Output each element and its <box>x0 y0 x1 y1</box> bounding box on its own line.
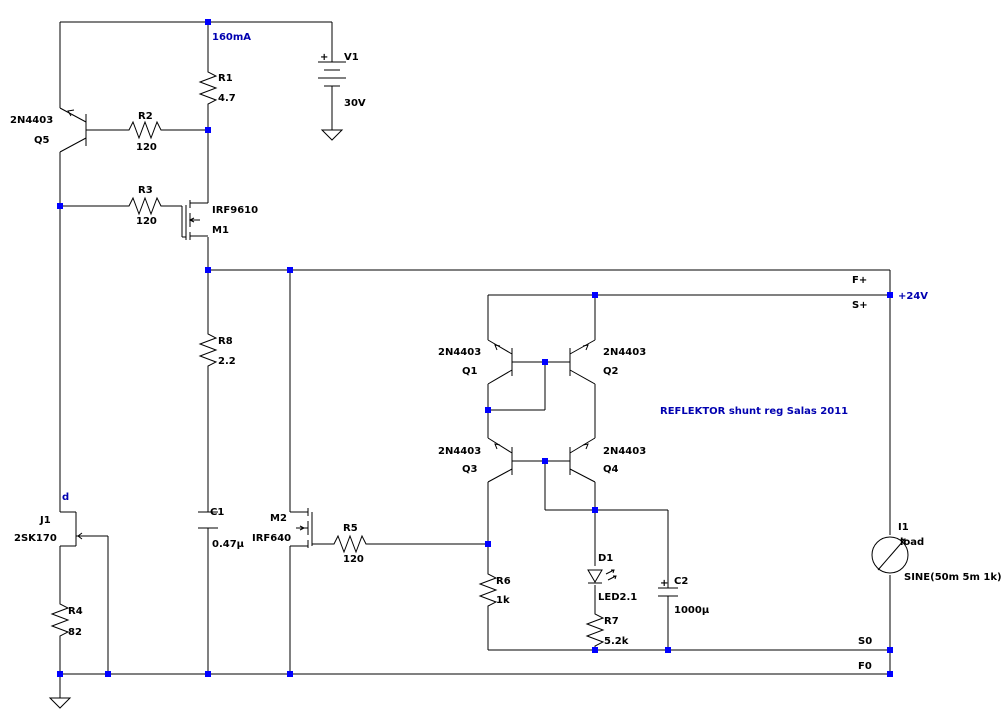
r4-value: 82 <box>68 627 82 638</box>
r3-value: 120 <box>136 216 157 227</box>
r1-resistor <box>198 68 218 108</box>
c2-name: C2 <box>674 576 688 587</box>
c1-value: 0.47µ <box>212 539 245 550</box>
c1-name: C1 <box>210 507 224 518</box>
r6-resistor <box>478 570 498 610</box>
ground-symbols <box>48 129 344 709</box>
q5-value: 2N4403 <box>10 115 53 126</box>
q3-value: 2N4403 <box>438 446 481 457</box>
r5-name: R5 <box>343 523 358 534</box>
r8-resistor <box>198 330 218 370</box>
j1-jfet <box>60 511 83 547</box>
i1-value: load <box>900 537 924 548</box>
r4-resistor <box>50 600 70 640</box>
q4-transistor <box>569 437 596 483</box>
q2-name: Q2 <box>603 366 619 377</box>
q5-transistor <box>59 107 87 153</box>
r7-resistor <box>585 610 605 648</box>
junctions <box>57 19 893 677</box>
svg-text:+: + <box>320 52 328 63</box>
i1-current-source <box>871 536 909 574</box>
r2-resistor <box>125 120 165 140</box>
j1-name: J1 <box>39 515 51 526</box>
m2-value: IRF640 <box>252 533 291 544</box>
q3-transistor <box>487 437 513 483</box>
r6-name: R6 <box>496 576 511 587</box>
r3-name: R3 <box>138 185 153 196</box>
r5-resistor <box>330 534 370 554</box>
r7-name: R7 <box>604 616 619 627</box>
r8-name: R8 <box>218 336 233 347</box>
capacitors: + <box>198 511 678 597</box>
r1-value: 4.7 <box>218 93 236 104</box>
v1-name: V1 <box>344 52 359 63</box>
ground-icon <box>48 697 72 709</box>
splus-label: S+ <box>852 300 868 311</box>
m2-name: M2 <box>270 513 287 524</box>
r8-value: 2.2 <box>218 356 236 367</box>
q4-value: 2N4403 <box>603 446 646 457</box>
q2-value: 2N4403 <box>603 347 646 358</box>
m2-mosfet <box>290 508 313 548</box>
j1-value: 2SK170 <box>14 533 57 544</box>
ground-icon <box>320 129 344 141</box>
r5-value: 120 <box>343 554 364 565</box>
labels: 160mA V1 30V R1 4.7 R2 120 2N4403 Q5 R3 … <box>10 32 1001 672</box>
v1-battery-symbol: + <box>318 52 346 130</box>
d1-name: D1 <box>598 553 613 564</box>
q1-transistor <box>487 339 513 385</box>
d1-value: LED2.1 <box>598 592 637 603</box>
svg-text:+: + <box>660 578 668 589</box>
szero-label: S0 <box>858 636 872 647</box>
m1-name: M1 <box>212 225 229 236</box>
m1-mosfet <box>182 195 209 240</box>
c2-capacitor: + <box>658 578 678 597</box>
i1-source: SINE(50m 5m 1k) <box>904 572 1001 583</box>
v1-value: 30V <box>344 98 366 109</box>
r2-name: R2 <box>138 111 153 122</box>
r7-value: 5.2k <box>604 636 629 647</box>
vout-label: +24V <box>898 291 928 302</box>
r4-name: R4 <box>68 606 83 617</box>
i1-name: I1 <box>898 522 909 533</box>
m1-value: IRF9610 <box>212 205 258 216</box>
r1-name: R1 <box>218 73 233 84</box>
r2-value: 120 <box>136 142 157 153</box>
current-annotation: 160mA <box>212 32 251 43</box>
r3-resistor <box>125 196 165 216</box>
d1-led <box>587 569 617 584</box>
fzero-label: F0 <box>858 661 872 672</box>
q1-name: Q1 <box>462 366 478 377</box>
wires <box>59 21 891 698</box>
q4-name: Q4 <box>603 464 619 475</box>
q3-name: Q3 <box>462 464 478 475</box>
resistors <box>50 68 605 648</box>
r6-value: 1k <box>496 595 510 606</box>
q1-value: 2N4403 <box>438 347 481 358</box>
fplus-label: F+ <box>852 275 867 286</box>
q5-name: Q5 <box>34 135 50 146</box>
q2-transistor <box>569 339 596 385</box>
c2-value: 1000µ <box>674 605 710 616</box>
c1-capacitor <box>198 511 218 529</box>
circuit-title: REFLEKTOR shunt reg Salas 2011 <box>660 406 848 417</box>
jfet-drain-label: d <box>62 492 69 503</box>
